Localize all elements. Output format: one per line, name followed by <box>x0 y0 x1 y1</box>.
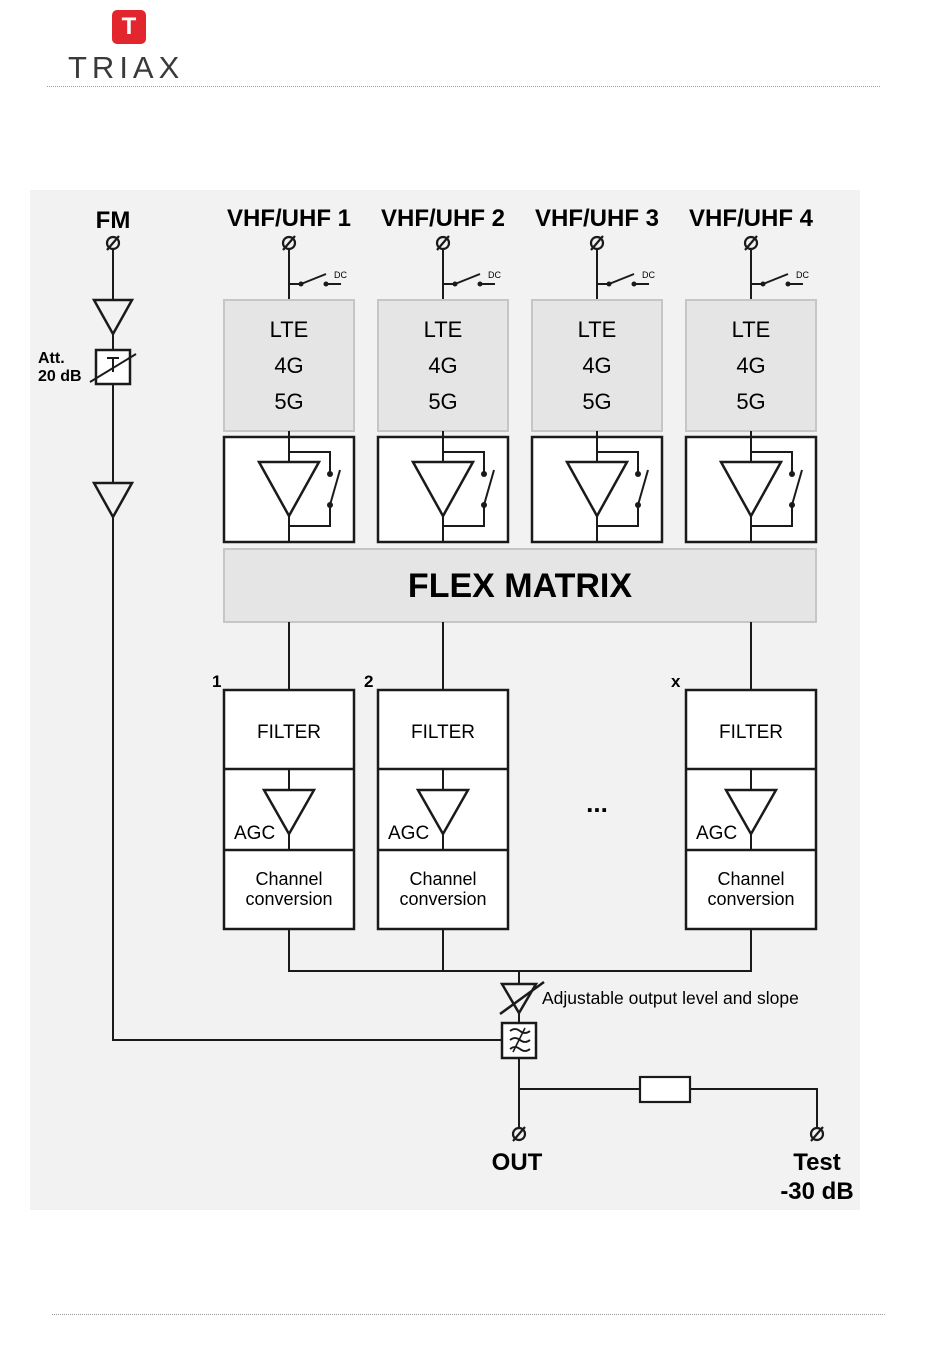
output-stage-label: Adjustable output level and slope <box>542 988 799 1008</box>
channel-x-conversion-line2: conversion <box>707 889 794 909</box>
band-box-4-lte: LTE <box>732 317 771 342</box>
band-box-1-lte: LTE <box>270 317 309 342</box>
band-box-3-5g: 5G <box>582 389 611 414</box>
diplex-filter-icon <box>502 1023 536 1058</box>
band-box-1-5g: 5G <box>274 389 303 414</box>
channel-x-number: x <box>671 672 681 691</box>
more-channels-ellipsis: ... <box>586 788 608 818</box>
test-resistor-icon <box>640 1077 690 1102</box>
vhf-uhf-2-label: VHF/UHF 2 <box>381 205 505 232</box>
channel-x-conversion-line1: Channel <box>717 869 784 889</box>
flex-matrix-label: FLEX MATRIX <box>408 567 632 605</box>
channel-2-conversion-line1: Channel <box>409 869 476 889</box>
channel-x-filter-label: FILTER <box>719 722 783 743</box>
attenuator-label: Att. <box>38 350 65 367</box>
channel-2-agc-label: AGC <box>388 823 429 844</box>
out-label: OUT <box>492 1149 543 1176</box>
band-box-1-4g: 4G <box>274 353 303 378</box>
band-box-2-5g: 5G <box>428 389 457 414</box>
band-box-4-4g: 4G <box>736 353 765 378</box>
channel-strip-1: 1 FILTER AGC Channel conversion <box>212 672 354 929</box>
test-level-label: -30 dB <box>780 1178 853 1205</box>
attenuator-value: 20 dB <box>38 368 82 385</box>
band-box-2-lte: LTE <box>424 317 463 342</box>
channel-1-filter-label: FILTER <box>257 722 321 743</box>
test-label: Test <box>793 1149 841 1176</box>
channel-2-conversion-line2: conversion <box>399 889 486 909</box>
band-box-3-lte: LTE <box>578 317 617 342</box>
dc-label-1: DC <box>334 270 347 280</box>
attenuator-icon <box>90 350 136 384</box>
channel-x-agc-label: AGC <box>696 823 737 844</box>
vhf-uhf-1-label: VHF/UHF 1 <box>227 205 351 232</box>
vhf-uhf-3-label: VHF/UHF 3 <box>535 205 659 232</box>
band-box-3-4g: 4G <box>582 353 611 378</box>
channel-2-number: 2 <box>364 672 373 691</box>
channel-1-conversion-line2: conversion <box>245 889 332 909</box>
fm-input-label: FM <box>96 207 131 234</box>
dc-label-2: DC <box>488 270 501 280</box>
dc-label-3: DC <box>642 270 655 280</box>
dc-label-4: DC <box>796 270 809 280</box>
band-box-2-4g: 4G <box>428 353 457 378</box>
vhf-uhf-4-label: VHF/UHF 4 <box>689 205 814 232</box>
channel-1-agc-label: AGC <box>234 823 275 844</box>
band-box-4-5g: 5G <box>736 389 765 414</box>
channel-1-conversion-line1: Channel <box>255 869 322 889</box>
channel-2-filter-label: FILTER <box>411 722 475 743</box>
channel-strip-2: 2 FILTER AGC Channel conversion <box>364 672 508 929</box>
channel-1-number: 1 <box>212 672 221 691</box>
channel-strip-x: x FILTER AGC Channel conversion <box>671 672 816 929</box>
